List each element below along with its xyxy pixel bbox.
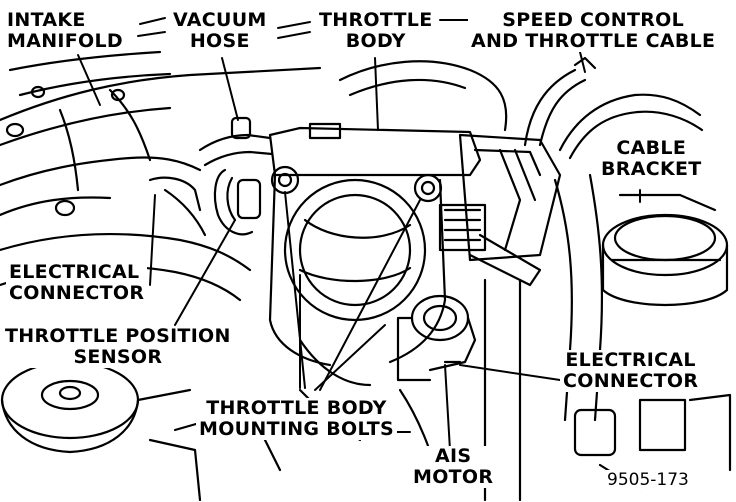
leader-tails: [137, 17, 476, 39]
reservoir-cap-drawing: [601, 193, 729, 307]
label-throttle-body: THROTTLE BODY: [316, 10, 436, 52]
label-intake-manifold: INTAKE MANIFOLD: [4, 10, 126, 52]
label-electrical-connector-right-line2: CONNECTOR: [563, 370, 699, 392]
label-speed-control-line1: SPEED CONTROL: [502, 9, 684, 31]
label-throttle-position-sensor-line2: SENSOR: [73, 346, 163, 368]
label-ais-motor-line1: AIS: [434, 445, 472, 467]
label-speed-control-line2: AND THROTTLE CABLE: [471, 30, 716, 52]
label-electrical-connector-left: ELECTRICAL CONNECTOR: [6, 261, 148, 304]
intake-manifold-drawing: [0, 50, 322, 217]
label-cable-bracket: CABLE BRACKET: [598, 138, 705, 180]
label-throttle-body-line2: BODY: [345, 30, 406, 52]
vacuum-hose-drawing: [198, 116, 274, 167]
label-electrical-connector-left-line1: ELECTRICAL: [9, 261, 140, 283]
label-mounting-bolts-line1: THROTTLE BODY: [206, 397, 387, 419]
label-speed-control: SPEED CONTROL AND THROTTLE CABLE: [468, 9, 719, 52]
label-cable-bracket-line1: CABLE: [616, 137, 687, 159]
ais-motor-drawing: [396, 294, 477, 382]
label-throttle-body-line1: THROTTLE: [319, 9, 433, 31]
label-vacuum-hose: VACUUM HOSE: [170, 10, 270, 52]
label-throttle-position-sensor: THROTTLE POSITION SENSOR: [2, 326, 234, 368]
label-electrical-connector-right: ELECTRICAL CONNECTOR: [560, 349, 702, 392]
label-throttle-position-sensor-line1: THROTTLE POSITION: [5, 325, 231, 347]
label-ais-motor: AIS MOTOR: [410, 445, 497, 488]
throttle-body-drawing: [268, 60, 508, 387]
label-electrical-connector-left-line2: CONNECTOR: [9, 282, 145, 304]
label-mounting-bolts: THROTTLE BODY MOUNTING BOLTS: [196, 398, 397, 440]
throttle-position-sensor-drawing: [213, 168, 262, 236]
label-vacuum-hose-line2: HOSE: [189, 30, 250, 52]
label-vacuum-hose-line1: VACUUM: [173, 9, 267, 31]
label-ais-motor-line2: MOTOR: [413, 466, 494, 488]
label-intake-manifold-line1: INTAKE: [7, 9, 86, 31]
leader-lines: [77, 51, 641, 451]
radiator-cap-drawing: [0, 360, 212, 502]
right-hose-drawing: [483, 173, 604, 502]
label-intake-manifold-line2: MANIFOLD: [7, 30, 123, 52]
figure-number: 9505-173: [604, 470, 692, 491]
label-mounting-bolts-line2: MOUNTING BOLTS: [199, 418, 394, 440]
cable-bracket-drawing: [438, 133, 562, 287]
label-electrical-connector-right-line1: ELECTRICAL: [565, 349, 696, 371]
speed-control-cable-drawing: [523, 56, 704, 160]
label-cable-bracket-line2: BRACKET: [601, 158, 702, 180]
